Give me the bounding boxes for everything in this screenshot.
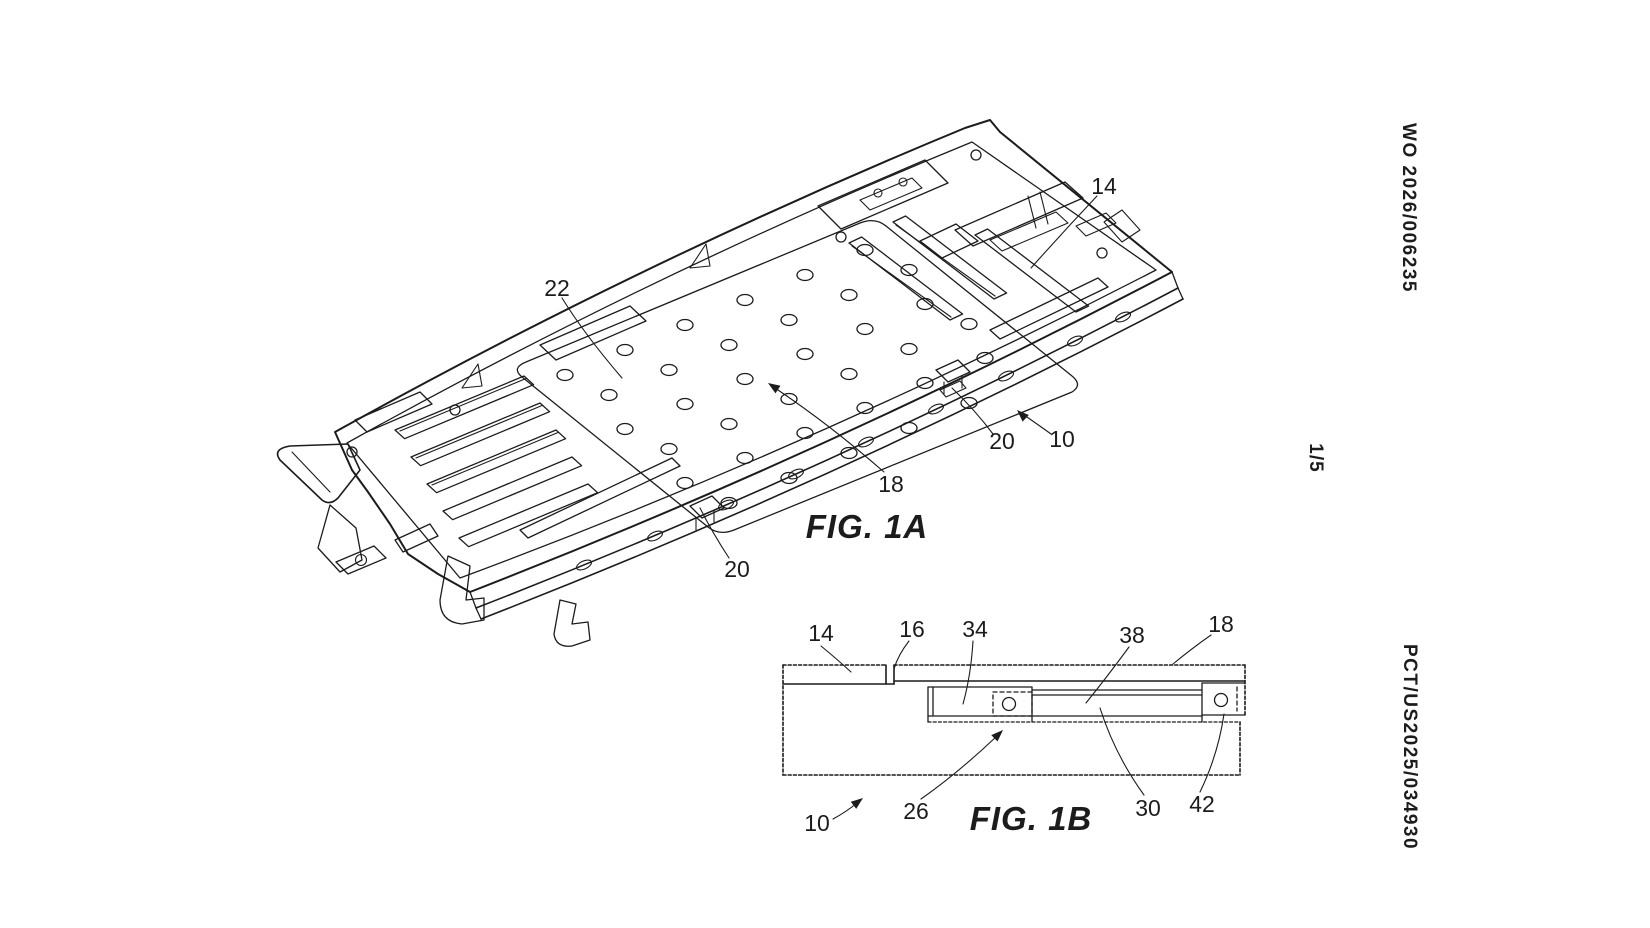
ref-numeral-20-right: 20 bbox=[989, 428, 1015, 454]
leader-16 bbox=[893, 640, 910, 670]
opening-left bbox=[354, 391, 433, 433]
perforated-field-boundary bbox=[516, 219, 1079, 534]
figure-1b-caption: FIG. 1B bbox=[970, 800, 1093, 837]
leader-14b bbox=[820, 645, 852, 673]
ref-numeral-20-lower: 20 bbox=[724, 556, 750, 582]
ref-numeral-22: 22 bbox=[544, 275, 570, 301]
page-indicator: 1/5 bbox=[1305, 443, 1326, 472]
leader-34 bbox=[962, 640, 974, 705]
ref-numeral-14b: 14 bbox=[808, 620, 834, 646]
ref-numeral-34: 34 bbox=[962, 616, 988, 642]
opening-large bbox=[817, 159, 949, 230]
panel-inner-rim bbox=[346, 141, 1157, 579]
sheet-margin-annotations: WO 2026/006235 1/5 PCT/US2025/034930 bbox=[1305, 123, 1420, 850]
opening-square bbox=[919, 223, 979, 259]
application-number: PCT/US2025/034930 bbox=[1399, 644, 1420, 850]
ref-numeral-26: 26 bbox=[903, 798, 929, 824]
leader-10 bbox=[1023, 414, 1052, 435]
panel-near-wall bbox=[469, 271, 1184, 620]
figure-1a-caption: FIG. 1A bbox=[806, 508, 929, 545]
left-foot bbox=[317, 504, 363, 573]
left-wing bbox=[276, 443, 361, 504]
arrowhead-26 bbox=[991, 730, 1003, 742]
left-hook bbox=[439, 555, 485, 625]
section-pocket-and-rail bbox=[927, 682, 1246, 723]
ref-numeral-10b: 10 bbox=[804, 810, 830, 836]
figure-1b: 14 16 34 38 18 26 10 30 42 FIG. 1B bbox=[782, 611, 1246, 837]
fig1a-leader-lines bbox=[561, 195, 1098, 559]
panel-outer-outline bbox=[334, 119, 1173, 593]
ref-numeral-42: 42 bbox=[1189, 791, 1215, 817]
gusset-2 bbox=[461, 363, 483, 389]
ref-numeral-38: 38 bbox=[1119, 622, 1145, 648]
ref-numeral-16: 16 bbox=[899, 616, 925, 642]
figure-1a: 22 14 20 10 18 20 FIG. 1A bbox=[276, 119, 1184, 647]
leader-38 bbox=[1085, 646, 1130, 704]
arrowhead-10 bbox=[1017, 410, 1029, 422]
leader-14 bbox=[1030, 195, 1098, 269]
leader-42 bbox=[1199, 713, 1225, 793]
right-slot-group bbox=[848, 215, 1090, 321]
left-bracket-box bbox=[335, 545, 387, 575]
leader-10b-arrow bbox=[832, 802, 858, 820]
ref-numeral-18: 18 bbox=[878, 471, 904, 497]
ref-numeral-10: 10 bbox=[1049, 426, 1075, 452]
section-body bbox=[782, 664, 1246, 776]
left-slot-group bbox=[394, 375, 599, 548]
leader-20-right bbox=[951, 387, 994, 435]
clip-right bbox=[935, 359, 971, 398]
far-edge-openings bbox=[354, 159, 979, 433]
arrowhead-18 bbox=[768, 383, 781, 394]
leader-18 bbox=[777, 389, 885, 473]
clip-lower bbox=[689, 495, 725, 531]
ref-numeral-14: 14 bbox=[1091, 173, 1117, 199]
leader-30 bbox=[1099, 707, 1145, 796]
opening-large-ledge bbox=[859, 177, 923, 211]
leader-26-arrow bbox=[920, 735, 998, 800]
fig1b-leader-lines bbox=[820, 634, 1225, 820]
arrowhead-10b bbox=[850, 798, 863, 809]
leader-18b bbox=[1172, 634, 1212, 665]
leader-22 bbox=[561, 297, 623, 379]
latch-cluster bbox=[954, 181, 1141, 252]
deck-fastener-holes bbox=[346, 149, 1108, 458]
panel-left-end-details bbox=[276, 443, 591, 647]
left-hook-2 bbox=[553, 599, 591, 647]
publication-number: WO 2026/006235 bbox=[1398, 123, 1419, 293]
left-rect-detail bbox=[394, 523, 439, 553]
near-rail-slots bbox=[519, 277, 1109, 539]
perforation-holes bbox=[556, 243, 994, 510]
ref-numeral-30: 30 bbox=[1135, 795, 1161, 821]
opening-mid bbox=[539, 305, 647, 361]
gusset-1 bbox=[689, 243, 711, 269]
ref-numeral-18b: 18 bbox=[1208, 611, 1234, 637]
leader-20-lower bbox=[699, 507, 730, 559]
